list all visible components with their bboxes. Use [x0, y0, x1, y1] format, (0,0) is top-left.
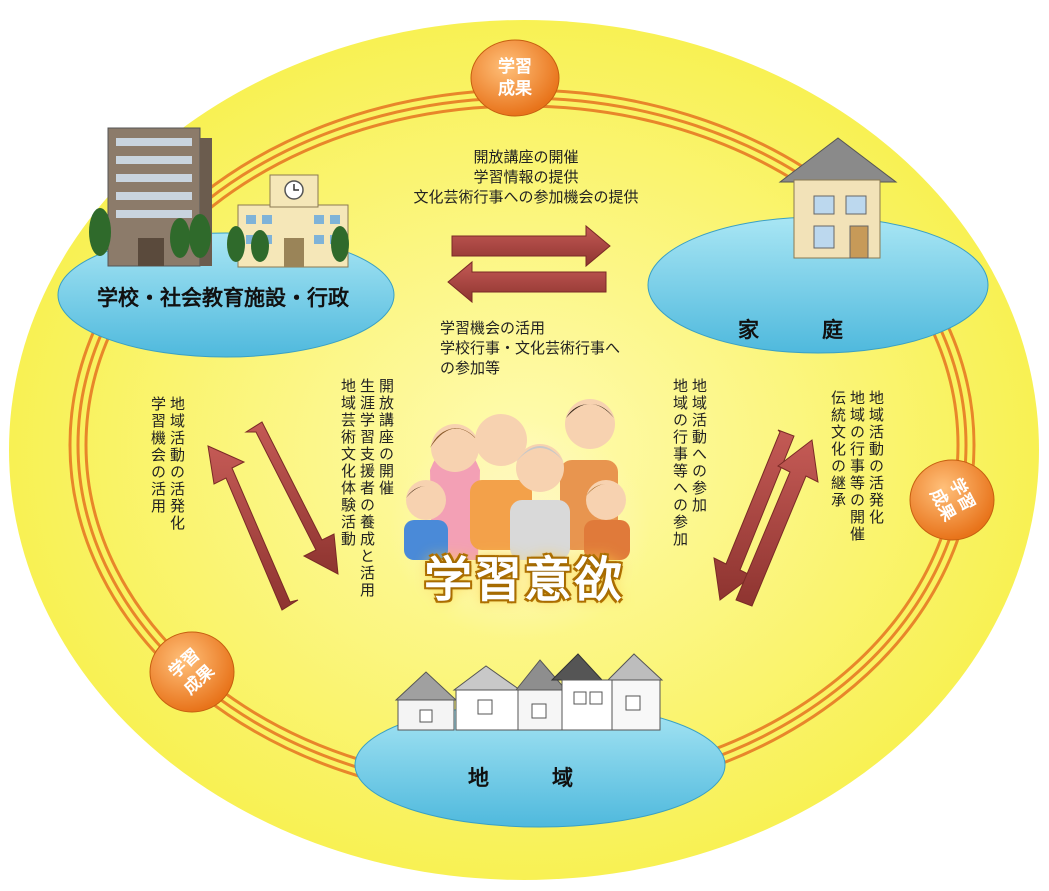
arrow-home-to-school	[447, 260, 607, 304]
flow-home-to-school-text: 学習機会の活用 学校行事・文化芸術行事へ の参加等	[428, 318, 688, 378]
arrow-school-to-community	[244, 421, 339, 575]
flow-line: 学習情報の提供	[473, 168, 579, 186]
arrow-home-to-community	[713, 429, 795, 601]
arrow-community-to-home	[735, 439, 819, 607]
flow-line: の参加等	[440, 359, 501, 377]
flow-line: 学習機会の活用	[440, 319, 546, 337]
home-node-label: 家 庭	[738, 318, 843, 342]
school-building-icon	[89, 127, 349, 268]
house-icon	[778, 137, 898, 259]
community-houses-icon	[394, 653, 664, 731]
community-node-label: 地 域	[468, 766, 573, 790]
learning-motivation-label: 学習意欲	[423, 552, 624, 608]
badge-left-circle	[149, 631, 235, 713]
family-illustration	[390, 399, 650, 640]
flow-line: 文化芸術行事への参加機会の提供	[413, 188, 639, 206]
flow-line: 学校行事・文化芸術行事へ	[440, 339, 621, 357]
arrow-community-to-school	[207, 445, 299, 611]
badge-top-label: 学習 成果	[498, 57, 532, 99]
school-node-label: 学校・社会教育施設・行政	[97, 286, 349, 310]
badge-top-circle	[470, 39, 560, 117]
flow-school-to-community-text: 開放講座の開催 生涯学習支援者の養成と活用 地域芸術文化体験活動	[339, 378, 395, 599]
arrow-school-to-home	[451, 224, 611, 268]
flow-home-to-community-text: 地域活動への参加 地域の行事等への参加	[671, 378, 708, 548]
flow-school-to-home-text: 開放講座の開催 学習情報の提供 文化芸術行事への参加機会の提供	[396, 147, 656, 207]
flow-community-to-school-text: 地域活動の活発化 学習機会の活用	[149, 396, 186, 532]
flow-community-to-home-text: 地域活動の活発化 地域の行事等の開催 伝統文化の継承	[829, 390, 885, 543]
badge-right-circle	[909, 459, 995, 541]
flow-line: 開放講座の開催	[473, 148, 579, 166]
